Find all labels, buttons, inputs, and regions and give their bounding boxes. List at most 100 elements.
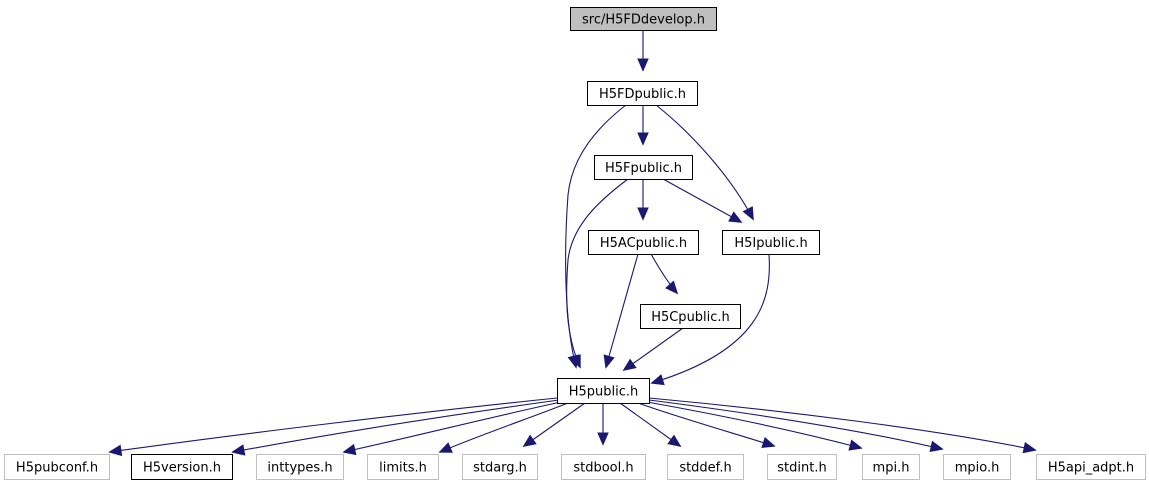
edge-line xyxy=(109,397,558,453)
node-box xyxy=(943,454,1011,480)
edge-line xyxy=(637,402,775,447)
edge-line xyxy=(605,253,639,368)
edge-line xyxy=(646,401,862,449)
edge-line xyxy=(648,397,1036,451)
edge-line xyxy=(232,399,560,453)
node-box[interactable] xyxy=(557,378,650,404)
node-h5cpublic[interactable]: H5Cpublic.h xyxy=(640,304,741,329)
node-h5public[interactable]: H5public.h xyxy=(557,378,650,404)
edge-line xyxy=(648,399,943,450)
nodes-layer: src/H5FDdevelop.hH5FDpublic.hH5Fpublic.h… xyxy=(4,7,1146,480)
edge-h5fddevelop-to-h5fdpublic xyxy=(637,30,649,72)
edge-h5public-to-h5version xyxy=(231,399,560,456)
node-h5pubconf: H5pubconf.h xyxy=(4,454,110,480)
arrowhead-icon xyxy=(929,440,944,453)
node-label: src/H5FDdevelop.h xyxy=(582,13,705,28)
node-label: H5Cpublic.h xyxy=(651,310,730,325)
node-h5fpublic[interactable]: H5Fpublic.h xyxy=(594,155,693,180)
edge-h5public-to-stddef xyxy=(619,402,682,448)
edge-line xyxy=(662,178,742,223)
arrowhead-icon xyxy=(848,439,863,451)
arrowhead-icon xyxy=(522,434,537,448)
arrowhead-icon xyxy=(570,354,581,369)
node-box[interactable] xyxy=(570,7,717,31)
edge-h5ipublic-to-h5public xyxy=(650,253,770,386)
edge-h5acpublic-to-h5cpublic xyxy=(650,253,679,295)
node-box xyxy=(1036,454,1146,480)
node-label: stddef.h xyxy=(679,461,731,476)
arrowhead-icon xyxy=(438,442,453,453)
edge-h5public-to-h5pubconf xyxy=(108,397,558,457)
node-box[interactable] xyxy=(640,304,741,329)
node-label: limits.h xyxy=(379,461,427,476)
edge-line xyxy=(566,178,629,368)
arrowhead-icon xyxy=(108,444,123,457)
edge-line xyxy=(439,402,569,453)
arrowhead-icon xyxy=(603,354,615,369)
arrowhead-icon xyxy=(622,358,637,372)
node-box[interactable] xyxy=(722,230,820,255)
arrowhead-icon xyxy=(650,374,665,386)
node-stdbool: stdbool.h xyxy=(561,454,646,480)
node-box[interactable] xyxy=(594,155,693,180)
node-label: H5FDpublic.h xyxy=(599,87,686,102)
node-label: inttypes.h xyxy=(267,461,332,476)
node-label: H5version.h xyxy=(143,461,221,476)
edge-h5acpublic-to-h5public xyxy=(603,253,639,369)
node-label: stdbool.h xyxy=(573,461,633,476)
node-label: H5pubconf.h xyxy=(16,461,98,476)
edge-line xyxy=(655,104,754,220)
node-mpi: mpi.h xyxy=(862,454,920,480)
node-stddef: stddef.h xyxy=(667,454,744,480)
node-limits: limits.h xyxy=(367,454,439,480)
edge-h5public-to-inttypes xyxy=(342,401,562,456)
node-label: H5Fpublic.h xyxy=(605,161,682,176)
node-box xyxy=(862,454,920,480)
node-label: H5public.h xyxy=(569,385,639,400)
node-h5acpublic[interactable]: H5ACpublic.h xyxy=(588,230,699,255)
node-box xyxy=(256,454,344,480)
node-label: mpio.h xyxy=(955,461,1000,476)
edge-h5fpublic-to-h5ipublic xyxy=(662,178,743,223)
arrowhead-icon xyxy=(342,443,357,456)
edge-line xyxy=(343,401,562,453)
node-box[interactable] xyxy=(588,230,699,255)
edge-h5public-to-stdint xyxy=(637,402,776,448)
node-box xyxy=(462,454,538,480)
node-box xyxy=(4,454,110,480)
arrowhead-icon xyxy=(637,132,649,146)
node-box xyxy=(667,454,744,480)
node-box[interactable] xyxy=(131,454,233,480)
node-h5ipublic[interactable]: H5Ipublic.h xyxy=(722,230,820,255)
edge-h5public-to-mpio xyxy=(648,399,944,453)
node-label: mpi.h xyxy=(873,461,910,476)
node-h5fdpublic[interactable]: H5FDpublic.h xyxy=(587,81,698,106)
edge-h5fdpublic-to-h5fpublic xyxy=(637,105,649,146)
edge-h5public-to-limits xyxy=(438,402,569,453)
edge-h5fdpublic-to-h5ipublic xyxy=(655,104,754,221)
edge-h5fpublic-to-h5public xyxy=(566,178,629,369)
edge-h5public-to-mpi xyxy=(646,401,863,451)
edge-h5public-to-stdbool xyxy=(597,403,609,446)
edge-h5cpublic-to-h5public xyxy=(622,327,684,372)
node-stdint: stdint.h xyxy=(767,454,837,480)
node-box[interactable] xyxy=(587,81,698,106)
edge-h5public-to-h5api_adpt xyxy=(648,397,1037,454)
node-mpio: mpio.h xyxy=(943,454,1011,480)
node-label: stdarg.h xyxy=(473,461,527,476)
node-inttypes: inttypes.h xyxy=(256,454,344,480)
edges-layer xyxy=(108,30,1037,457)
node-box xyxy=(367,454,439,480)
node-h5fddevelop[interactable]: src/H5FDdevelop.h xyxy=(570,7,717,31)
edge-h5public-to-stdarg xyxy=(522,402,586,448)
arrowhead-icon xyxy=(597,432,609,446)
node-h5version[interactable]: H5version.h xyxy=(131,454,233,480)
node-stdarg: stdarg.h xyxy=(462,454,538,480)
node-label: H5api_adpt.h xyxy=(1048,461,1134,476)
arrowhead-icon xyxy=(728,211,743,223)
edge-line xyxy=(651,253,770,384)
node-label: stdint.h xyxy=(777,461,826,476)
arrowhead-icon xyxy=(231,444,246,456)
arrowhead-icon xyxy=(742,206,754,221)
node-box xyxy=(561,454,646,480)
